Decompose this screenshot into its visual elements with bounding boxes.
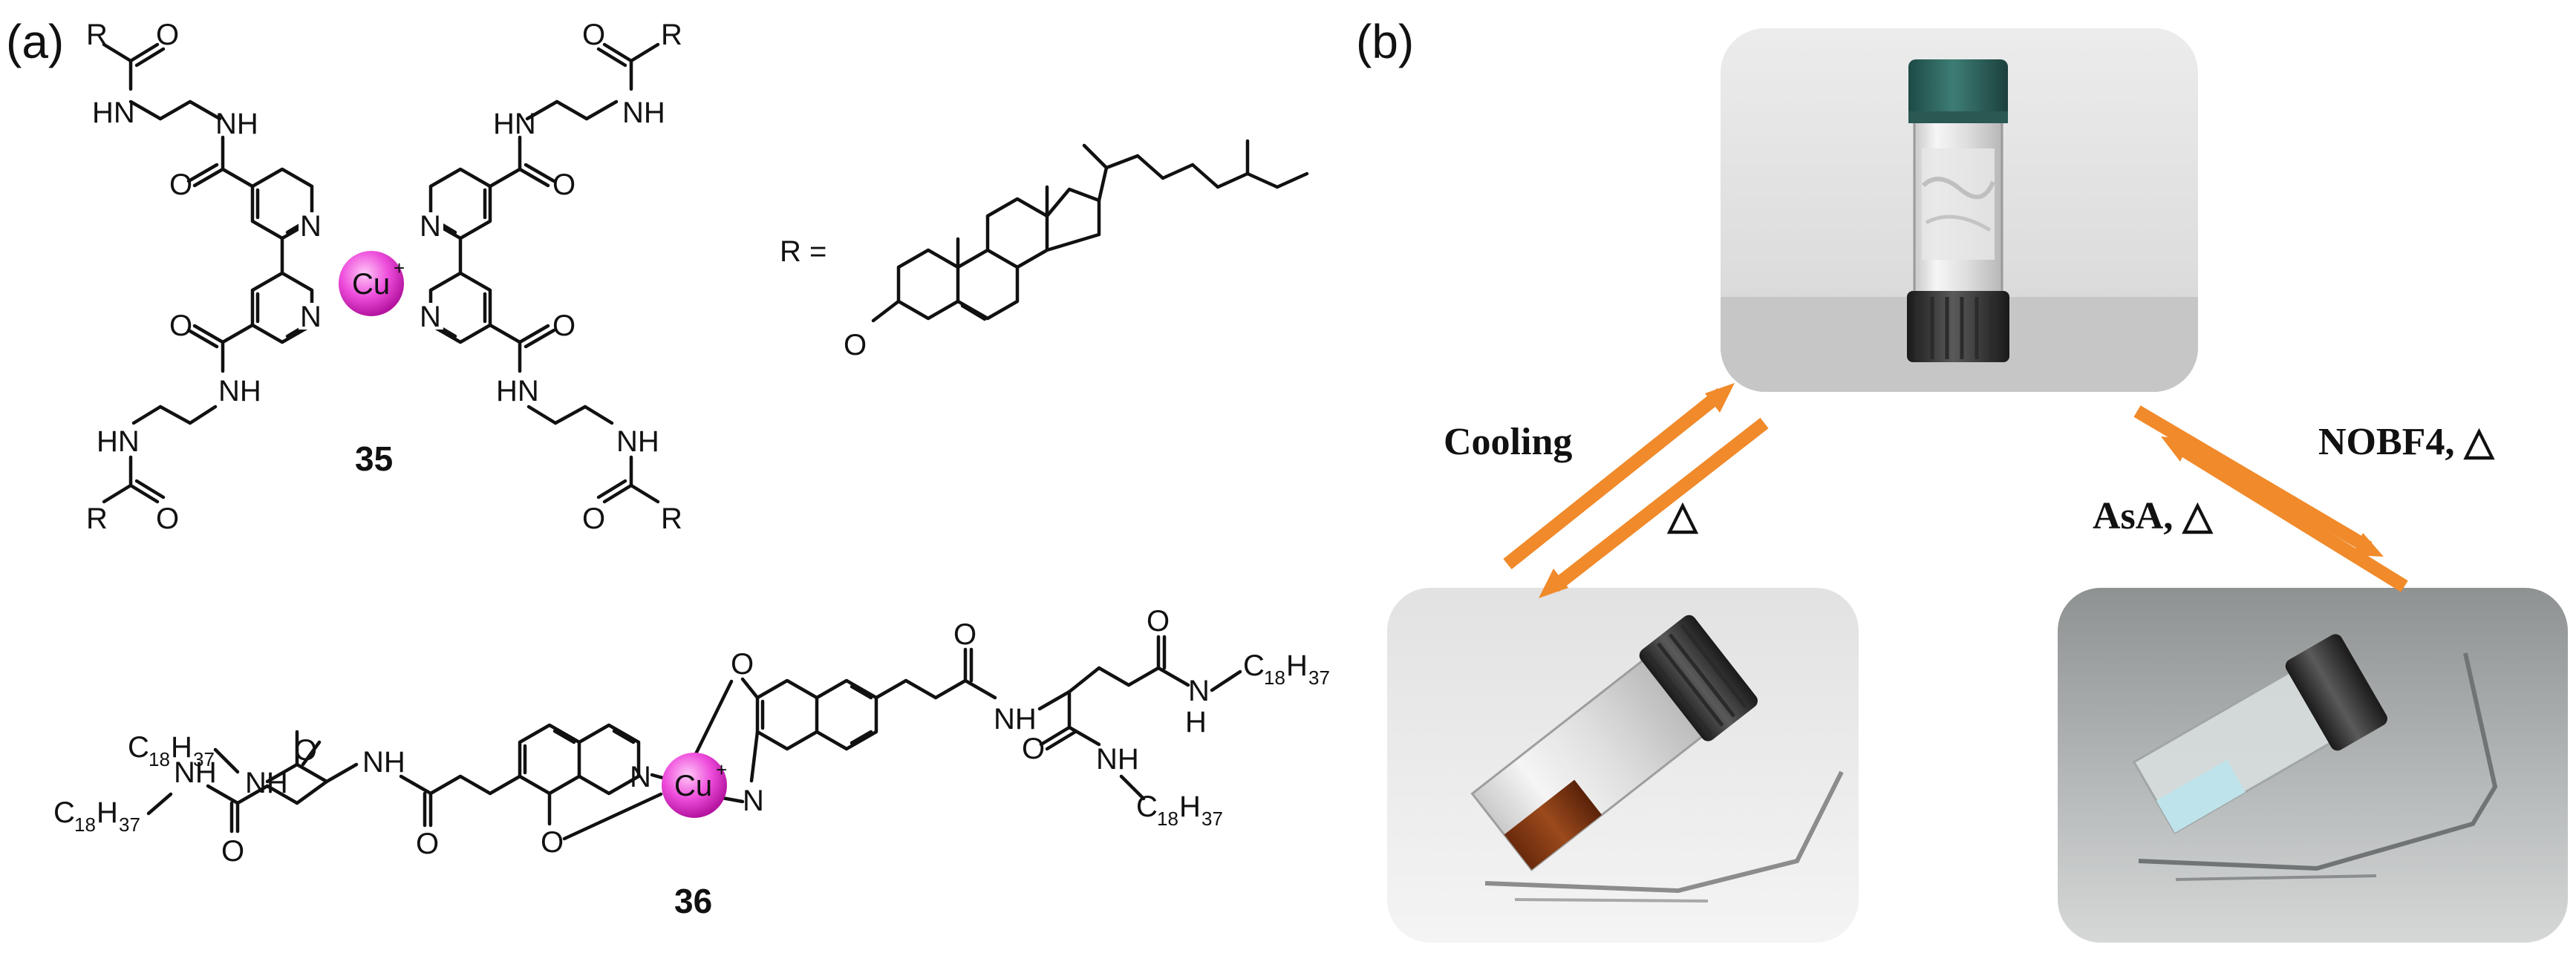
- amide-nh: NH: [215, 108, 258, 140]
- r-equals-label: R =: [780, 235, 826, 268]
- svg-text:18: 18: [1264, 667, 1285, 689]
- oxygen-atom: O: [541, 826, 564, 859]
- oxygen-atom: O: [844, 329, 867, 361]
- oxidation-label: NOBF4, △: [2318, 421, 2495, 463]
- cooling-label: Cooling: [1444, 421, 1572, 463]
- r-group: R: [661, 19, 682, 51]
- oxygen-atom: O: [156, 19, 179, 51]
- svg-text:H: H: [171, 731, 192, 764]
- amide-nh: NH: [994, 703, 1037, 736]
- amide-n: N: [1188, 675, 1210, 707]
- reversible-arrows-left: [1503, 383, 1769, 598]
- svg-text:H: H: [97, 796, 118, 829]
- svg-text:C: C: [53, 796, 75, 829]
- oxygen-atom: O: [221, 835, 244, 868]
- copper-ion-sphere: [662, 753, 727, 818]
- svg-text:C: C: [1136, 790, 1158, 823]
- svg-text:18: 18: [1157, 808, 1178, 830]
- amide-h: H: [1185, 706, 1207, 739]
- octadecyl-label: C 18 H 37: [53, 796, 140, 836]
- nitrogen-atom: N: [300, 301, 322, 333]
- amide-hn: HN: [496, 375, 539, 407]
- svg-text:37: 37: [1308, 667, 1330, 689]
- amide-nh: NH: [1096, 743, 1139, 776]
- amide-nh: NH: [362, 746, 405, 779]
- oxygen-atom: O: [1022, 733, 1045, 765]
- oxygen-atom: O: [416, 828, 439, 860]
- svg-text:H: H: [1179, 790, 1201, 823]
- oxygen-atom: O: [582, 19, 605, 51]
- oxygen-atom: O: [169, 310, 192, 342]
- amide-nh: NH: [174, 756, 217, 789]
- oxygen-atom: O: [582, 502, 605, 535]
- r-group: R: [86, 19, 108, 51]
- nitrogen-atom: N: [300, 210, 322, 243]
- octadecyl-label: C 18 H 37: [1243, 649, 1330, 689]
- nitrogen-atom: N: [420, 301, 441, 333]
- svg-text:18: 18: [149, 748, 170, 770]
- amide-hn: HN: [493, 108, 536, 140]
- oxygen-atom: O: [552, 168, 575, 201]
- svg-text:37: 37: [193, 748, 215, 770]
- nitrogen-atom: N: [630, 761, 651, 793]
- oxygen-atom: O: [156, 502, 179, 535]
- brown-sol-vial-photo: [1387, 588, 1859, 943]
- svg-text:37: 37: [119, 813, 140, 836]
- oxygen-atom: O: [1147, 605, 1170, 638]
- svg-text:C: C: [1243, 649, 1265, 682]
- amide-nh: NH: [616, 425, 659, 458]
- compound-35-structure: N N N N Cu + O NH HN R O O HN: [86, 19, 682, 535]
- reversible-arrows-right: [2133, 405, 2408, 592]
- r-group: R: [661, 502, 682, 535]
- amide-nh: NH: [622, 96, 665, 129]
- oxygen-atom: O: [169, 168, 192, 201]
- oxygen-atom: O: [953, 618, 976, 651]
- oxygen-atom: O: [731, 648, 754, 681]
- copper-symbol: Cu: [674, 770, 712, 802]
- panel-b-label: (b): [1356, 15, 1414, 68]
- nitrogen-atom: N: [420, 210, 441, 243]
- blue-gel-vial-photo: [2058, 588, 2568, 943]
- amide-nh: NH: [245, 767, 288, 799]
- octadecyl-label: C 18 H 37: [128, 731, 215, 770]
- compound-36-structure: N O N O Cu + O NH O N: [53, 605, 1330, 920]
- compound-number-35: 35: [355, 439, 393, 478]
- svg-text:C: C: [128, 731, 149, 764]
- r-group: R: [86, 502, 108, 535]
- amide-hn: HN: [97, 425, 140, 458]
- copper-charge: +: [394, 257, 405, 279]
- oxygen-atom: O: [552, 310, 575, 342]
- amide-hn: HN: [92, 96, 135, 129]
- gel-vial-photo: [1721, 28, 2198, 392]
- reduction-label: AsA, △: [2093, 495, 2214, 537]
- oxygen-atom: O: [294, 734, 317, 767]
- copper-charge: +: [716, 759, 727, 781]
- panel-a-label: (a): [6, 15, 64, 68]
- amide-nh: NH: [218, 375, 261, 407]
- svg-text:37: 37: [1201, 808, 1223, 830]
- copper-ion-sphere: [339, 251, 404, 316]
- heat-label: △: [1666, 495, 1699, 537]
- octadecyl-label: C 18 H 37: [1136, 790, 1223, 830]
- svg-text:18: 18: [74, 813, 96, 836]
- compound-number-36: 36: [674, 882, 712, 920]
- svg-text:H: H: [1286, 649, 1308, 682]
- nitrogen-atom: N: [743, 785, 764, 817]
- cholesterol-r-group: R = O: [780, 139, 1309, 361]
- copper-symbol: Cu: [352, 268, 390, 301]
